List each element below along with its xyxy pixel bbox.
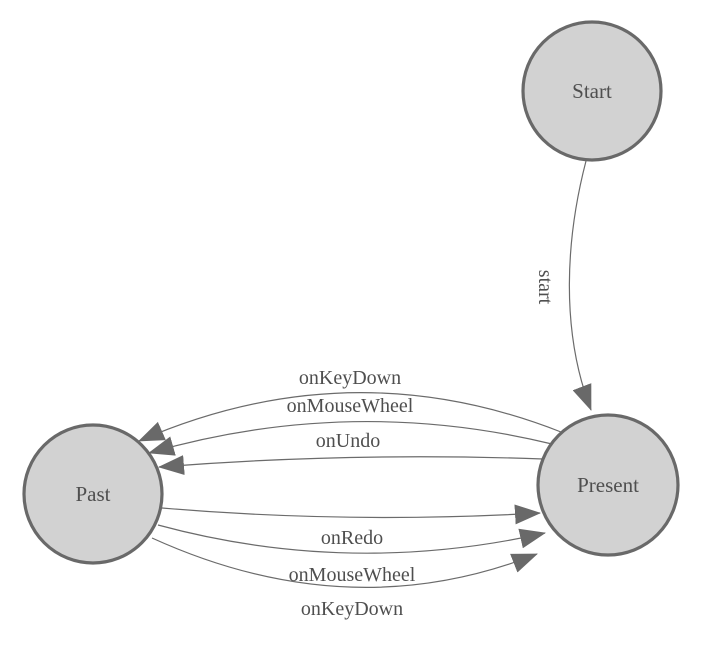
edges-layer [138, 160, 592, 588]
state-node-past[interactable] [22, 423, 164, 565]
edge-label-onmousewheel-bottom: onMouseWheel [289, 564, 416, 586]
edge-present-to-past-onmousewheel[interactable] [148, 420, 553, 456]
edge-label-start: start [534, 270, 556, 305]
edge-label-onredo: onRedo [321, 527, 383, 549]
state-node-start[interactable] [521, 20, 663, 162]
edge-past-to-present-onmousewheel[interactable] [157, 524, 546, 554]
edge-label-onkeydown-bottom: onKeyDown [301, 598, 403, 620]
edge-label-onundo: onUndo [316, 430, 380, 452]
edge-start-to-present[interactable] [568, 160, 592, 411]
edge-past-to-present-onkeydown[interactable] [151, 537, 538, 588]
edge-past-to-present-onredo[interactable] [161, 504, 541, 525]
state-node-present[interactable] [536, 413, 680, 557]
edge-label-onkeydown-top: onKeyDown [299, 367, 401, 389]
edge-present-to-past-onundo[interactable] [158, 455, 544, 476]
nodes-layer: Start Present Past [22, 20, 680, 565]
edge-label-onmousewheel-top: onMouseWheel [287, 395, 414, 417]
edge-present-to-past-onkeydown[interactable] [138, 392, 562, 442]
edge-labels-layer: start onKeyDown onMouseWheel onUndo onRe… [287, 270, 556, 620]
